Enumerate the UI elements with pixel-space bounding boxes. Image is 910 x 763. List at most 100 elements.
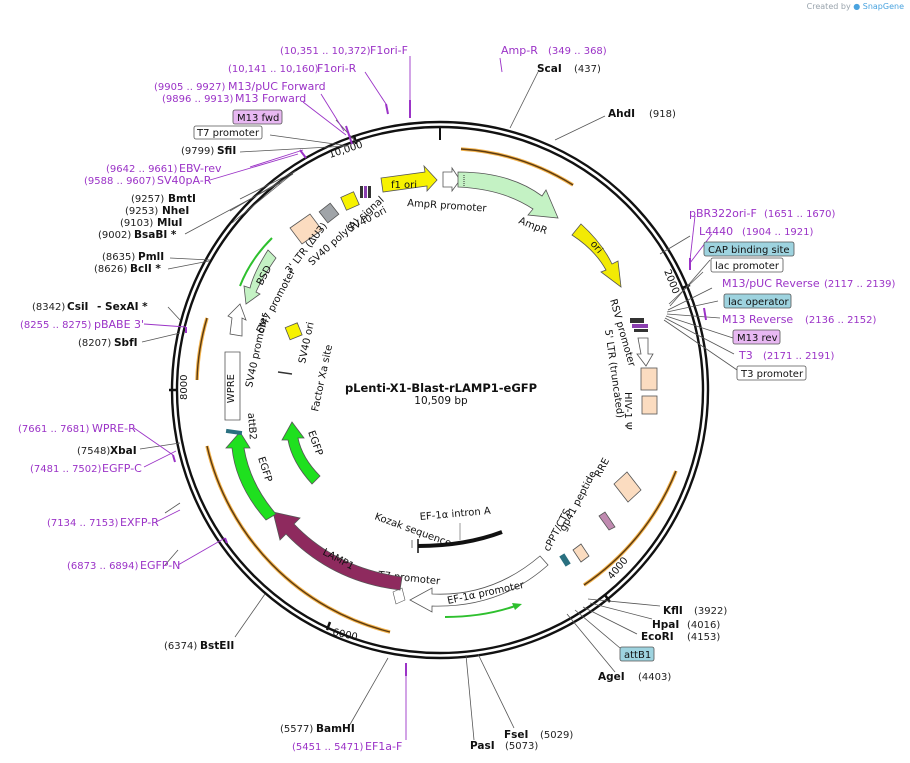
primer-egfp-n-pos: (6873 .. 6894) — [67, 561, 139, 572]
enzyme-kfli-pos: (3922) — [694, 606, 727, 617]
attb2-feature — [225, 428, 243, 436]
f1-ori-label: f1 ori — [391, 180, 417, 191]
lac-operator-box[interactable] — [723, 293, 792, 309]
plasmid-length: 10,509 bp — [414, 395, 468, 407]
enzyme-bamhi-name[interactable]: BamHI — [316, 723, 355, 735]
enzyme-kfli-name[interactable]: KflI — [663, 605, 683, 617]
credit-brand: SnapGene — [862, 2, 904, 11]
tick-label-8000: 8000 — [179, 375, 190, 400]
primer-exfp-r-name[interactable]: EXFP-R — [120, 516, 159, 529]
primer-t3-name[interactable]: T3 — [738, 349, 753, 362]
primer-m13puc-rev-name[interactable]: M13/pUC Reverse — [722, 277, 820, 290]
enzyme-nhei-name[interactable]: NheI — [162, 205, 189, 217]
bsd-green-line — [239, 237, 273, 287]
cap-site-label: CAP binding site — [708, 245, 790, 256]
t3-promoter-box[interactable] — [736, 365, 807, 381]
enzyme-pasi-pos: (5073) — [505, 741, 538, 752]
enzyme-sbfi-name[interactable]: SbfI — [114, 337, 138, 349]
enzyme-sfii-name[interactable]: SfiI — [217, 145, 236, 157]
enzyme-scai-name[interactable]: ScaI — [537, 63, 562, 75]
bsd-feature — [243, 249, 277, 305]
primer-f1ori-f-name[interactable]: F1ori-F — [370, 44, 408, 57]
m13-fwd-box[interactable] — [232, 109, 283, 125]
enzyme-sfii-pos: (9799) — [181, 146, 214, 157]
sv40-ori-marks — [360, 186, 371, 198]
primer-egfp-c-name[interactable]: EGFP-C — [102, 462, 142, 475]
enzyme-xbai-name[interactable]: XbaI — [110, 445, 137, 457]
enzyme-pmli-name[interactable]: PmlI — [138, 251, 164, 263]
attb2-label: attB2 — [245, 412, 258, 440]
enzyme-bstEII-name[interactable]: BstEII — [200, 640, 234, 652]
primer-m13-rev-name[interactable]: M13 Reverse — [722, 313, 793, 326]
primer-sv40pa-r-pos: (9588 .. 9607) — [84, 176, 156, 187]
enzyme-bstEII-pos: (6374) — [164, 641, 197, 652]
primer-ampr-name[interactable]: Amp-R — [501, 44, 538, 57]
tick-label-4000: 4000 — [606, 555, 631, 582]
enzyme-csii-name[interactable]: CsiI — [67, 301, 88, 313]
tick-label-10000: 10,000 — [328, 140, 365, 161]
ef1a-promoter-feature — [409, 555, 549, 613]
enzyme-ahdi-name[interactable]: AhdI — [608, 108, 635, 120]
t3-promoter-label: T3 promoter — [740, 369, 804, 380]
tick-label-2000: 2000 — [661, 268, 681, 296]
enzyme-nhei-pos: (9253) — [125, 206, 158, 217]
enzyme-bmti-name[interactable]: BmtI — [168, 193, 196, 205]
lac-promoter-box[interactable] — [710, 257, 784, 273]
enzyme-bcli-name[interactable]: BclI * — [130, 263, 161, 275]
lamp1-feature — [272, 511, 403, 591]
cap-site-box[interactable] — [703, 241, 795, 257]
primer-m13-fwd-name[interactable]: M13 Forward — [235, 92, 306, 105]
primer-m13puc-rev-pos: (2117 .. 2139) — [824, 279, 896, 290]
primer-pbabe3-name[interactable]: pBABE 3' — [94, 318, 144, 331]
enzyme-fsei-name[interactable]: FseI — [504, 729, 528, 741]
m13-rev-box[interactable] — [732, 329, 781, 345]
primer-egfp-n-name[interactable]: EGFP-N — [140, 559, 180, 572]
enzyme-bmti-pos: (9257) — [131, 194, 164, 205]
primer-t3-pos: (2171 .. 2191) — [763, 351, 835, 362]
enzyme-sbfi-pos: (8207) — [78, 338, 111, 349]
primer-ef1a-f-name[interactable]: EF1a-F — [365, 740, 402, 753]
enzyme-bamhi-pos: (5577) — [280, 724, 313, 735]
enzyme-pasi-name[interactable]: PasI — [470, 740, 495, 752]
primer-f1ori-r-pos: (10,141 .. 10,160) — [228, 64, 319, 75]
t7-promoter-top-box[interactable] — [193, 125, 263, 140]
egfp-inner-feature — [281, 421, 321, 485]
sv40-promoter-feature — [227, 303, 247, 337]
primer-l4440-name[interactable]: L4440 — [699, 225, 733, 238]
enzyme-ahdi-pos: (918) — [649, 109, 676, 120]
cppt-feature — [572, 543, 590, 563]
enzyme-ecori-name[interactable]: EcoRI — [641, 631, 674, 643]
primer-f1ori-r-name[interactable]: F1ori-R — [317, 62, 357, 75]
m13-fwd-label: M13 fwd — [237, 113, 279, 124]
enzyme-agei-name[interactable]: AgeI — [598, 671, 625, 683]
attb1-box[interactable] — [619, 646, 655, 662]
credit-prefix: Created by — [806, 2, 851, 11]
ampr-promoter-feature — [442, 166, 461, 193]
primer-lines — [133, 56, 713, 740]
enzyme-bcli-pos: (8626) — [94, 264, 127, 275]
ori-feature — [571, 223, 622, 288]
primer-pbabe3-pos: (8255 .. 8275) — [20, 320, 92, 331]
ef1a-intron-label: EF-1α intron A — [419, 506, 491, 523]
enzyme-bsabi-name[interactable]: BsaBI * — [134, 229, 177, 241]
lac-promoter-label: lac promoter — [715, 261, 780, 272]
sv40-ori-outer-feature — [340, 191, 360, 211]
primer-m13puc-fwd-name[interactable]: M13/pUC Forward — [228, 80, 326, 93]
wpre-feature — [224, 351, 241, 421]
primer-egfp-c-pos: (7481 .. 7502) — [30, 464, 102, 475]
enzyme-pmli-pos: (8635) — [102, 252, 135, 263]
ampr-label: AmpR — [517, 216, 549, 237]
attb1-label: attB1 — [624, 650, 651, 661]
f1-ori-feature — [380, 164, 438, 193]
primer-pbr322ori-f-name[interactable]: pBR322ori-F — [689, 207, 757, 220]
primer-sv40pa-r-name[interactable]: SV40pA-R — [157, 174, 212, 187]
enzyme-mlui-name[interactable]: MluI — [157, 217, 182, 229]
enzyme-bsabi-pos: (9002) — [98, 230, 131, 241]
lac-region-features — [630, 318, 648, 332]
primer-l4440-pos: (1904 .. 1921) — [742, 227, 814, 238]
enzyme-hpai-name[interactable]: HpaI — [652, 619, 679, 631]
primer-ebv-rev-name[interactable]: EBV-rev — [179, 162, 222, 175]
tick-label-6000: 6000 — [331, 627, 358, 643]
primer-wpre-r-name[interactable]: WPRE-R — [92, 422, 136, 435]
enzyme-sexai-name[interactable]: - SexAI * — [97, 301, 148, 313]
